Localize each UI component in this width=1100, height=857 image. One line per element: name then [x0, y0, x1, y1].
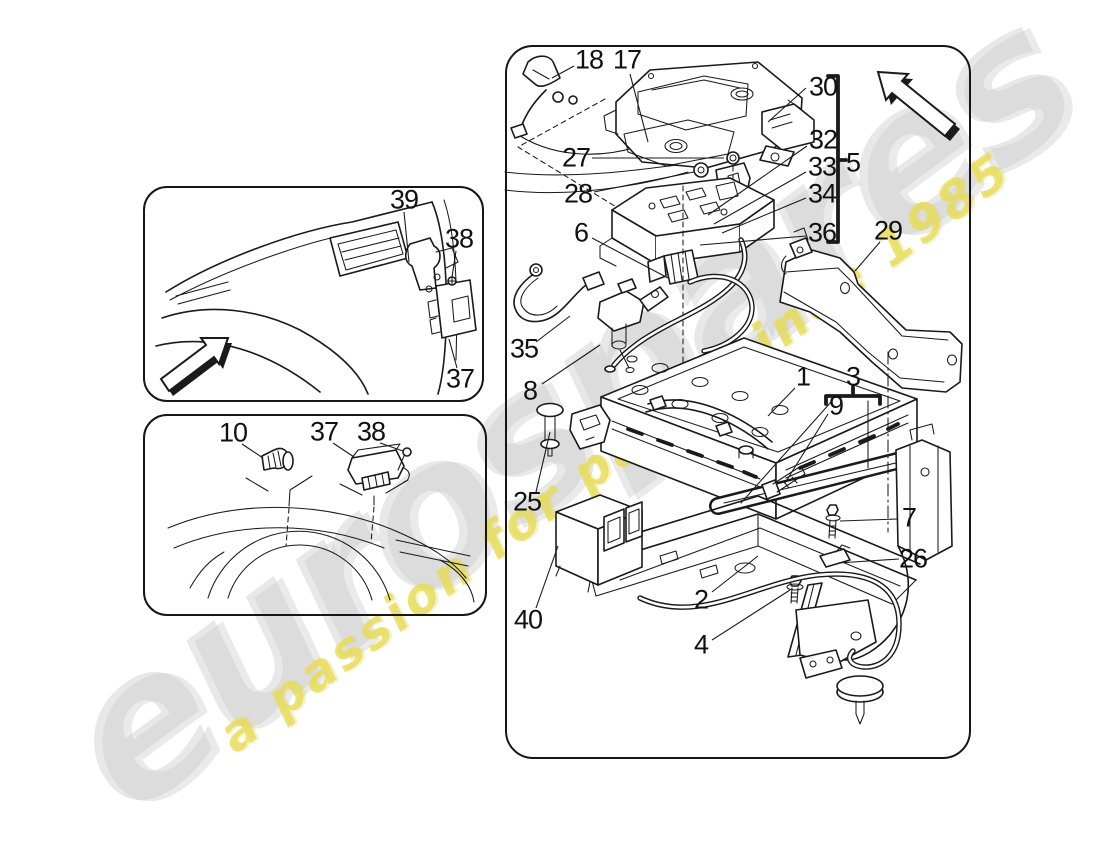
callout-body-37: 37 [309, 416, 339, 447]
relay-30 [759, 103, 815, 167]
diagram-line-art [155, 55, 963, 725]
callout-leader-lines [241, 65, 900, 641]
callout-main-27: 27 [561, 142, 591, 173]
callout-main-7: 7 [901, 502, 917, 533]
dashboard-inset-panel [143, 186, 484, 402]
callout-main-34: 34 [807, 178, 837, 209]
module-40 [555, 494, 643, 593]
callout-main-25: 25 [512, 486, 542, 517]
callout-main-40: 40 [513, 604, 543, 635]
callout-main-1: 1 [795, 361, 811, 392]
dashboard-art [155, 199, 477, 395]
callout-main-32: 32 [808, 124, 838, 155]
callout-main-26: 26 [898, 543, 928, 574]
ecu-module [603, 61, 805, 169]
callout-main-29: 29 [873, 215, 903, 246]
callout-dashboard-39: 39 [389, 184, 419, 215]
callout-main-28: 28 [563, 178, 593, 209]
callout-main-2: 2 [693, 584, 709, 615]
callout-dashboard-38: 38 [444, 223, 474, 254]
callout-main-17: 17 [612, 44, 642, 75]
callout-main-33: 33 [807, 151, 837, 182]
callout-main-8: 8 [522, 375, 538, 406]
bracket-29 [779, 227, 963, 393]
callout-dashboard-37: 37 [445, 363, 475, 394]
parts-diagram-page: { "page": { "background": "#ffffff", "li… [17, 0, 1100, 857]
northeast-direction-arrow [159, 337, 232, 396]
fusebox-6 [599, 177, 775, 367]
northwest-direction-arrow [876, 70, 960, 141]
callout-main-30: 30 [808, 71, 838, 102]
car-body-art [167, 443, 475, 603]
car-body-inset-panel [143, 414, 487, 616]
callout-main-35: 35 [509, 333, 539, 364]
callout-main-36: 36 [807, 217, 837, 248]
callout-main-4: 4 [693, 629, 709, 660]
bracket-group-5 [826, 74, 848, 244]
terminal-clamp-8 [597, 278, 669, 374]
callout-main-18: 18 [574, 44, 604, 75]
clip-18-and-cable [510, 55, 619, 209]
push-pin-25-and-clip [536, 402, 611, 457]
ground-cable-and-disc-foot [637, 571, 902, 725]
cable-fusebox-to-battery [604, 237, 755, 373]
main-assembly-panel [505, 45, 971, 759]
callout-main-3: 3 [845, 361, 861, 392]
callout-main-9: 9 [828, 390, 844, 421]
callout-body-38: 38 [356, 416, 386, 447]
callout-body-10: 10 [218, 417, 248, 448]
battery-1 [600, 337, 918, 520]
under-tray-strut [787, 582, 877, 679]
battery-cable-35 [513, 263, 605, 323]
callout-main-5: 5 [845, 147, 861, 178]
callout-main-6: 6 [573, 217, 589, 248]
